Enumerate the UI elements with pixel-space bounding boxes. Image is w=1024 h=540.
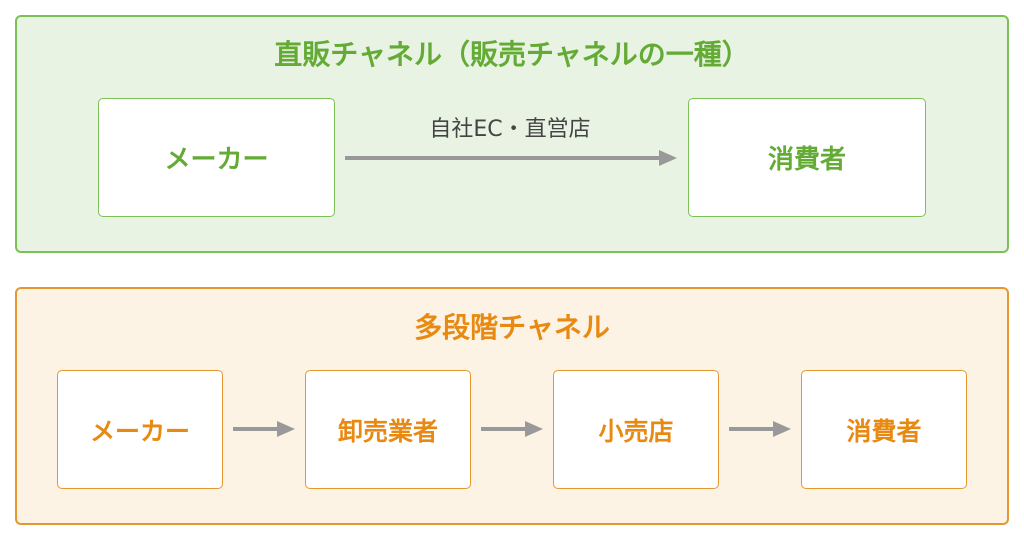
multi-wholesaler-node: 卸売業者 <box>305 370 471 489</box>
multi-arrow-2 <box>481 421 543 437</box>
direct-channel-title: 直販チャネル（販売チャネルの一種） <box>274 38 750 71</box>
multi-retailer-node: 小売店 <box>553 370 719 489</box>
multi-consumer-node: 消費者 <box>801 370 967 489</box>
multi-arrow-3 <box>729 421 791 437</box>
direct-consumer-node: 消費者 <box>688 98 926 217</box>
multi-arrow-1 <box>233 421 295 437</box>
multi-manufacturer-node: メーカー <box>57 370 223 489</box>
direct-manufacturer-node: メーカー <box>98 98 335 217</box>
direct-edge-label: 自社EC・直営店 <box>429 117 591 142</box>
direct-arrow <box>345 150 677 166</box>
multi-tier-channel-title: 多段階チャネル <box>414 311 610 344</box>
